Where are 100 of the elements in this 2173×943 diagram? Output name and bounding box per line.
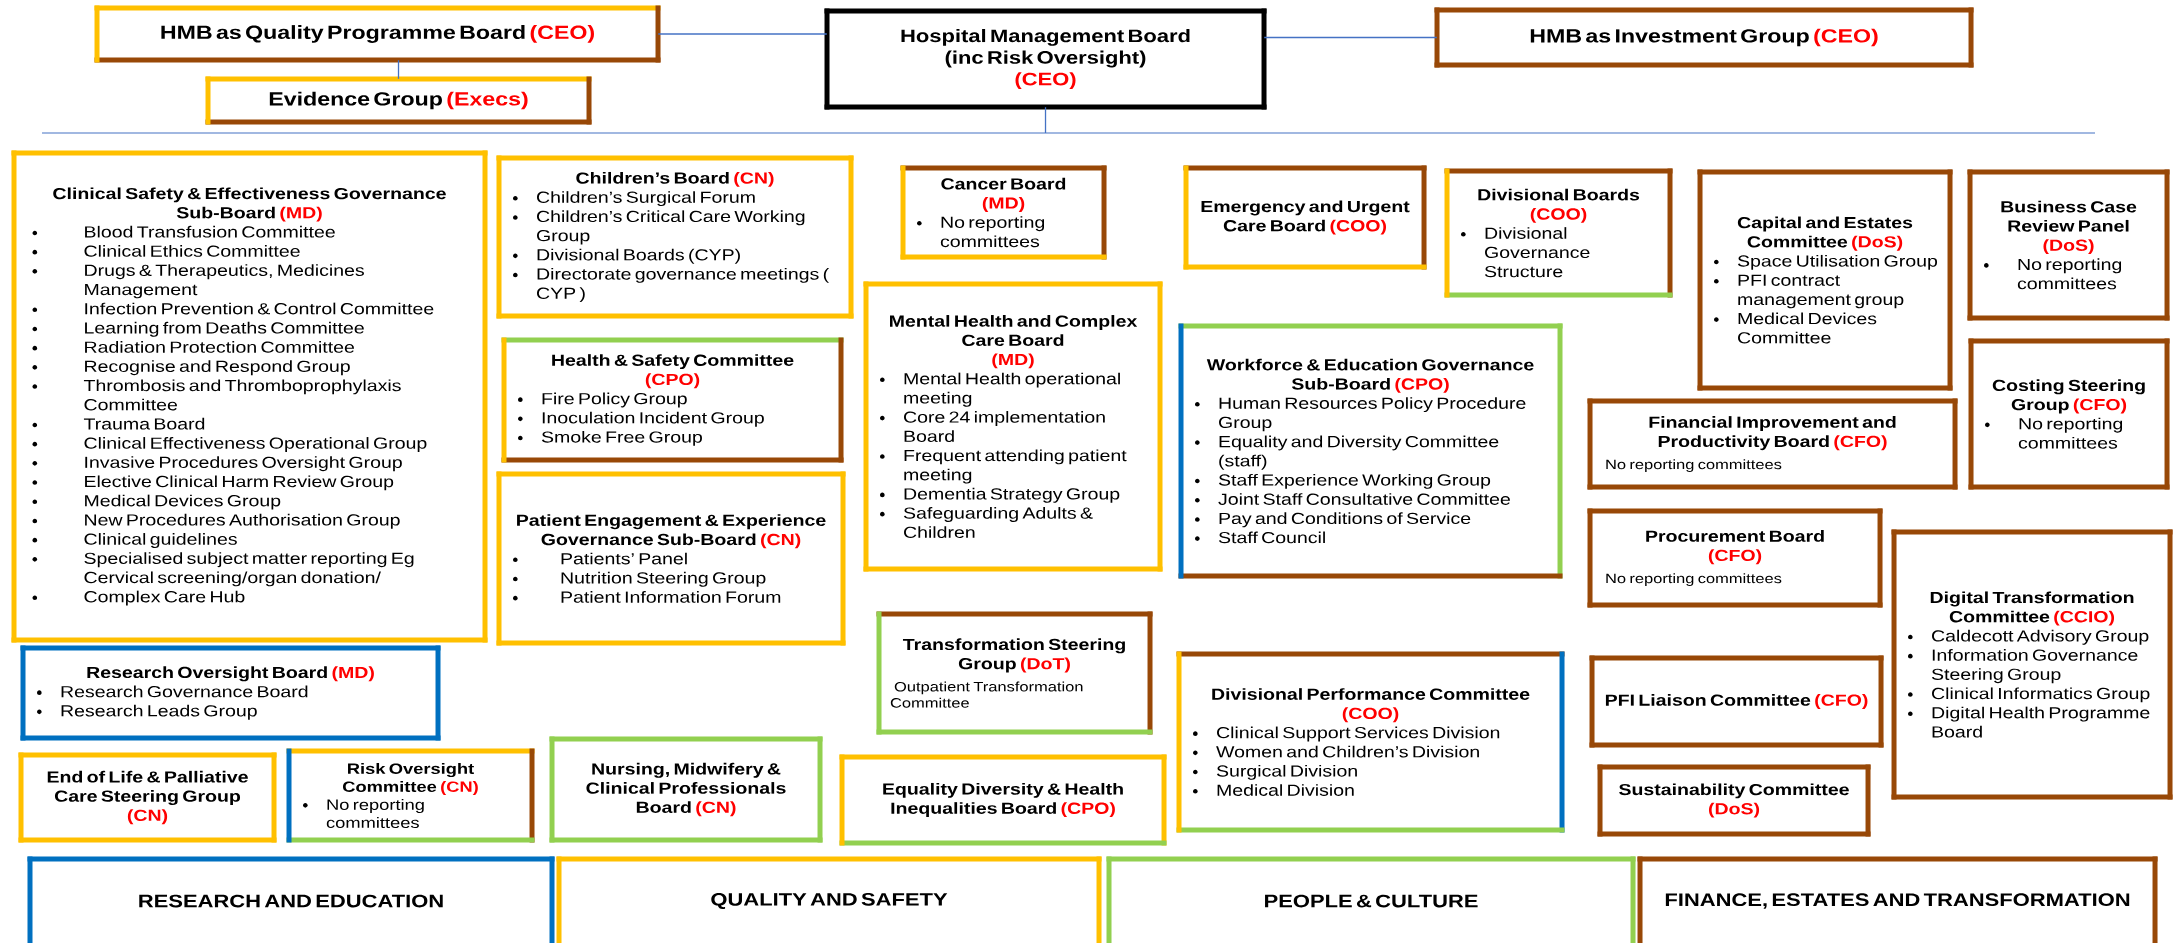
node-label: Thrombosis and Thromboprophylaxis Committee xyxy=(83,379,401,411)
node-label: Patients’ Panel xyxy=(561,552,687,565)
committee-box: Health & Safety Committee (CPO) Fire Policy Group Inoculation Incident Group Smoke Free Group xyxy=(501,337,844,463)
node-label: (CN) xyxy=(441,781,478,795)
node-label: Staff Council xyxy=(1218,531,1325,544)
node-label: Dementia Strategy Group xyxy=(904,487,1120,503)
node-label: (DoS) xyxy=(2043,239,2094,255)
node-label: Blood Transfusion Committee xyxy=(85,225,335,238)
committee-box: Hospital Management Board (inc Risk Oversight) (CEO) xyxy=(824,8,1267,110)
node-label: Frequent attending patient meeting xyxy=(904,449,1127,484)
node-label: Nutrition Steering Group xyxy=(561,571,766,587)
node-label: (MD) xyxy=(982,197,1025,212)
committee-box: Divisional Performance Committee (COO) Clinical Support Services Division Women and Children’s Division Surgical Division Medical Division xyxy=(1176,651,1565,833)
node-label: Fire Policy Group xyxy=(542,392,687,408)
node-label: (MD) xyxy=(332,666,374,682)
committee-box: Nursing, Midwifery & Clinical Professionals Board (CN) xyxy=(549,736,823,843)
node-label: Drugs & Therapeutics, Medicines Management xyxy=(85,264,364,299)
node-label: Digital Transformation xyxy=(1930,591,2134,607)
committee-box: Business Case Review Panel (DoS) No reporting committees xyxy=(1967,169,2170,321)
committee-box: HMB as Quality Programme Board (CEO) xyxy=(94,5,661,63)
committee-box: Cancer Board (MD) No reporting committees xyxy=(900,165,1107,260)
connector-line xyxy=(657,33,828,35)
connector-line xyxy=(397,59,400,80)
node-label: (COO) xyxy=(1530,207,1587,223)
category-band: PEOPLE & CULTURE xyxy=(1106,856,1636,943)
node-label: Core 24 implementation Board xyxy=(904,411,1105,442)
node-label: Space Utilisation Group xyxy=(1737,254,1938,270)
committee-box: Clinical Safety & Effectiveness Governance Sub-Board (MD) Blood Transfusion Committee Clinical Ethics Committee Drugs & Therapeutics, Medicines Management Infection Prevention & Control Committee Learning from Deaths Committee Radiation Protection Committee Recognise and Respond Group Thrombosis and Thromboprophylaxis Committee Trauma Board Clinical Effectiveness Operational Group Invasive Procedures Oversight Group Elective Clinical Harm Review Group Medical Devices Group New Procedures Authorisation Group Clinical guidelines Specialised subject matter reporting Eg Cervical screening/organ donation/ Complex Care Hub xyxy=(11,150,488,643)
node-label: Research Leads Group xyxy=(61,704,257,720)
node-label: Medical Devices Group xyxy=(85,494,281,510)
category-band: FINANCE, ESTATES AND TRANSFORMATION xyxy=(1637,856,2158,943)
node-label: Research Governance Board xyxy=(61,685,308,698)
category-band: QUALITY AND SAFETY xyxy=(556,856,1102,943)
node-label: Women and Children’s Division xyxy=(1216,745,1479,758)
node-label: Mental Health and Complex Care Board xyxy=(890,315,1138,346)
node-label: Patient Engagement & Experience xyxy=(517,514,826,530)
connector-line xyxy=(1044,106,1047,134)
committee-box: Evidence Group (Execs) xyxy=(205,76,592,125)
node-label: (CN) xyxy=(761,533,801,549)
node-label: No reporting committees xyxy=(2018,417,2123,449)
node-label: Directorate governance meetings ( CYP ) xyxy=(537,267,830,303)
node-label: Trauma Board xyxy=(83,417,205,430)
connector-line xyxy=(1263,36,1438,39)
node-label: (CCIO) xyxy=(2054,610,2115,626)
node-label: Safeguarding Adults & Children xyxy=(903,507,1093,538)
node-label: Business Case Review Panel xyxy=(2001,200,2137,232)
node-label: Committee xyxy=(343,781,437,793)
committee-box: Patient Engagement & Experience Governance Sub-Board (CN) Patients’ Panel Nutrition Steering Group Patient Information Forum xyxy=(496,471,846,646)
node-label: (CFO) xyxy=(2073,398,2127,414)
committee-box: Procurement Board (CFO) No reporting committees xyxy=(1587,508,1883,608)
node-label: Smoke Free Group xyxy=(541,430,702,446)
node-label: Children’s Board xyxy=(576,171,729,184)
node-label: (COO) xyxy=(1342,707,1399,723)
node-label: PFI contract management group xyxy=(1738,274,1904,309)
node-label: Capital and Estates xyxy=(1737,216,1913,232)
node-label: Children’s Critical Care Working Group xyxy=(537,210,805,245)
committee-box: PFI Liaison Committee (CFO) xyxy=(1589,655,1884,748)
node-label: Medical Devices Committee xyxy=(1738,312,1877,344)
node-label: Digital Health Programme Board xyxy=(1932,706,2150,738)
node-label: Inoculation Incident Group xyxy=(542,411,764,427)
node-label: Committee xyxy=(1949,610,2050,623)
committee-box: End of Life & Palliative Care Steering Group (CN) xyxy=(18,752,277,843)
node-label: New Procedures Authorisation Group xyxy=(85,513,400,529)
node-label: Divisional Performance Committee xyxy=(1212,688,1530,700)
node-label: No reporting committees xyxy=(326,799,424,829)
node-label: Divisional Governance Structure xyxy=(1484,227,1590,278)
node-label: Information Governance Steering Group xyxy=(1931,649,2138,684)
committee-box: Research Oversight Board (MD) Research Governance Board Research Leads Group xyxy=(20,645,441,741)
node-label: Cancer Board xyxy=(941,177,1066,190)
node-label: Radiation Protection Committee xyxy=(85,341,354,353)
node-label: Medical Division xyxy=(1217,784,1354,796)
node-label: Elective Clinical Harm Review Group xyxy=(85,475,394,491)
node-label: Divisional Boards (CYP) xyxy=(537,248,740,264)
committee-box: Financial Improvement and Productivity Board (CFO) No reporting committees xyxy=(1587,398,1958,490)
node-label: Clinical Safety & Effectiveness Governance xyxy=(53,187,446,203)
node-label: Group xyxy=(2011,398,2069,414)
node-label: (DoS) xyxy=(1852,235,1903,251)
node-label: Governance Sub-Board xyxy=(541,533,756,546)
committee-box: Divisional Boards (COO) Divisional Governance Structure xyxy=(1444,168,1673,298)
node-label: Costing Steering xyxy=(1992,379,2145,395)
node-label: Clinical guidelines xyxy=(84,533,237,548)
committee-box: Workforce & Education Governance Sub-Board (CPO) Human Resources Policy Procedure Group Equality and Diversity Committee (staff) Staff Experience Working Group Joint Staff Consultative Committee Pay and Conditions of Service Staff Council xyxy=(1178,323,1563,579)
committee-box: Children’s Board (CN) Children’s Surgical Forum Children’s Critical Care Working Group Divisional Boards (CYP) Directorate governance meetings ( CYP ) xyxy=(496,155,854,319)
node-label: Risk Oversight xyxy=(348,763,474,778)
committee-box: Risk Oversight Committee (CN) No reporting committees xyxy=(286,748,535,843)
node-label: Mental Health operational meeting xyxy=(904,372,1120,407)
node-label: (MD) xyxy=(280,206,322,222)
node-label: (CPO) xyxy=(1395,377,1449,393)
committee-box: Transformation Steering Group (DoT) Outpatient Transformation Committee xyxy=(876,611,1153,735)
node-label: Research Oversight Board xyxy=(87,666,327,682)
node-label: Specialised subject matter reporting Eg Cervical screening/organ donation/ xyxy=(84,552,414,587)
node-label: Clinical Informatics Group xyxy=(1932,687,2150,703)
node-label: Complex Care Hub xyxy=(84,590,245,606)
node-label: Clinical Effectiveness Operational Group xyxy=(84,437,427,452)
node-label: Workforce & Education Governance xyxy=(1206,358,1534,371)
committee-box: Digital Transformation Committee (CCIO) Caldecott Advisory Group Information Governance Steering Group Clinical Informatics Group Digital Health Programme Board xyxy=(1891,529,2173,800)
node-label: No reporting committees xyxy=(2017,258,2122,290)
node-label: Staff Experience Working Group xyxy=(1218,473,1491,489)
node-label: Clinical Support Services Division xyxy=(1217,726,1500,742)
node-label: Recognise and Respond Group xyxy=(85,360,350,376)
